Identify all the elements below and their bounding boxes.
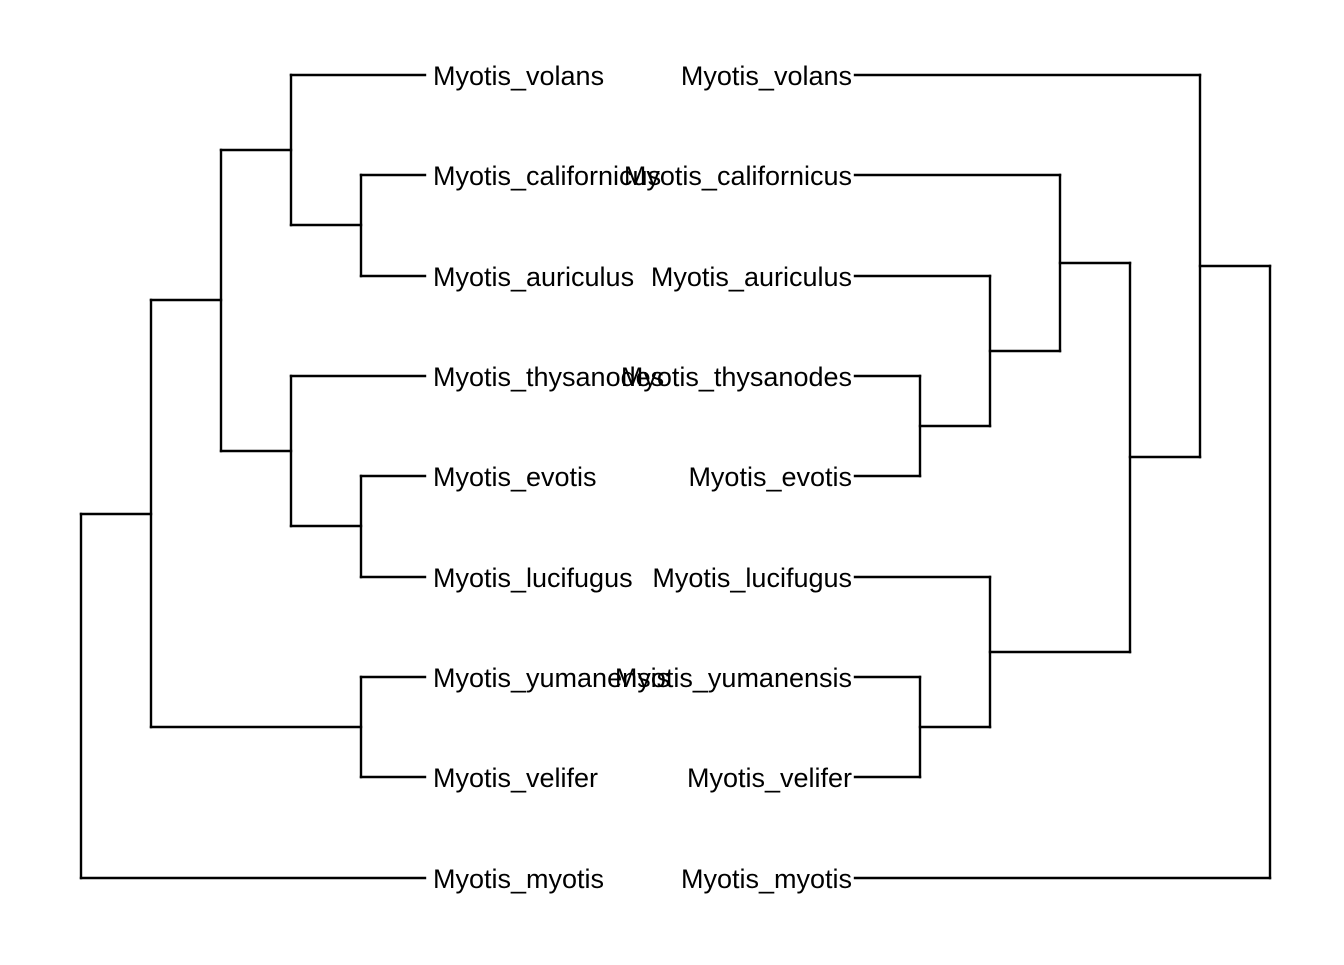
right-tip-label: Myotis_auriculus (651, 262, 852, 292)
left-tip-label: Myotis_californicus (433, 161, 661, 191)
right-tip-label: Myotis_evotis (688, 462, 852, 492)
left-tip-label: Myotis_lucifugus (433, 563, 633, 593)
left-tip-label: Myotis_evotis (433, 462, 597, 492)
left-tip-label: Myotis_thysanodes (433, 362, 664, 392)
right-tip-label: Myotis_lucifugus (652, 563, 852, 593)
left-tip-labels: Myotis_volans Myotis_californicus Myotis… (433, 61, 670, 894)
right-tip-labels: Myotis_volans Myotis_californicus Myotis… (615, 61, 852, 894)
left-tip-label: Myotis_velifer (433, 763, 598, 793)
right-tip-label: Myotis_volans (681, 61, 852, 91)
left-tip-label: Myotis_yumanensis (433, 663, 670, 693)
right-tip-label: Myotis_thysanodes (621, 362, 852, 392)
left-tree (79, 73, 427, 880)
right-tip-label: Myotis_myotis (681, 864, 852, 894)
right-tip-label: Myotis_californicus (624, 161, 852, 191)
right-tip-label: Myotis_velifer (687, 763, 852, 793)
left-tip-label: Myotis_volans (433, 61, 604, 91)
right-tree (853, 73, 1272, 880)
left-tip-label: Myotis_myotis (433, 864, 604, 894)
left-tip-label: Myotis_auriculus (433, 262, 634, 292)
right-tip-label: Myotis_yumanensis (615, 663, 852, 693)
